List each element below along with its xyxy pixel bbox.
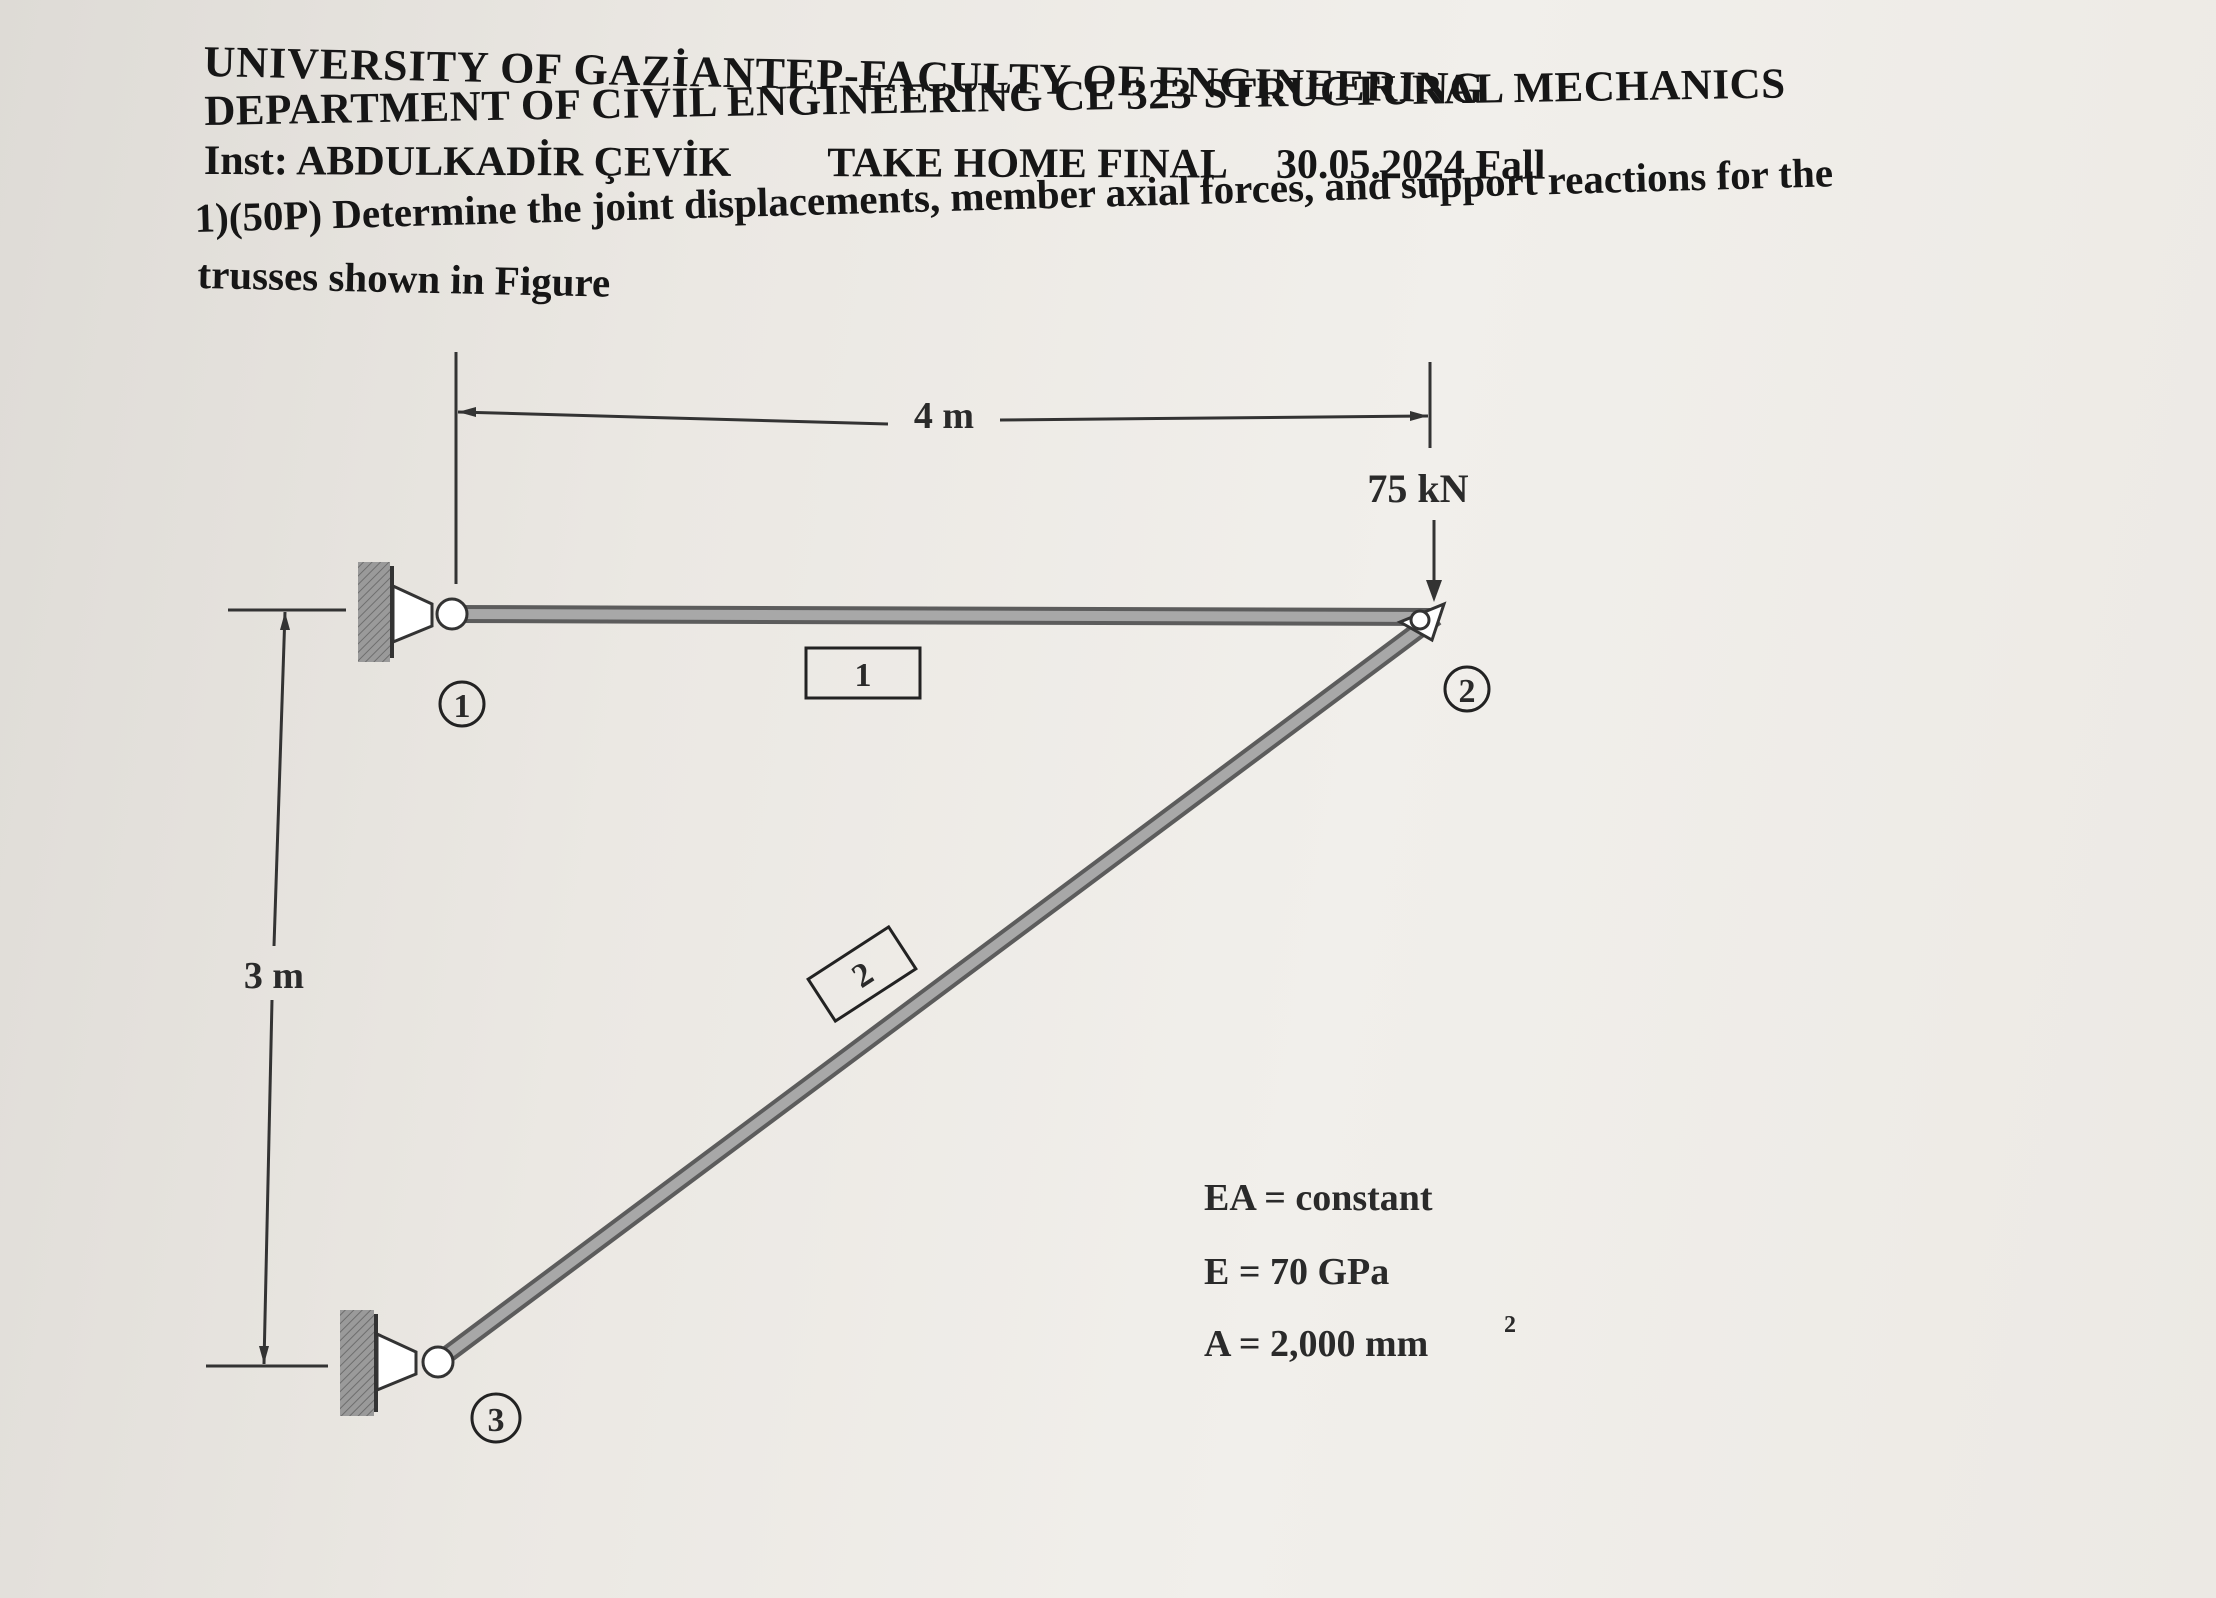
joint-2	[1396, 601, 1447, 643]
member-1	[447, 605, 1433, 626]
joint-3-pin	[421, 1345, 455, 1379]
applied-load: 75 kN	[1367, 466, 1469, 602]
joint-label-3-circle	[470, 1392, 522, 1444]
vertical-dimension-label: 3 m	[244, 955, 304, 997]
joint-label-2-circle	[1443, 665, 1491, 713]
joint-label-2-text: 2	[1459, 673, 1476, 710]
support-3-pin-bracket	[375, 1331, 418, 1393]
dimension-arrowhead-right	[1410, 411, 1428, 421]
joint-label-1-text: 1	[454, 688, 471, 725]
load-arrowhead	[1426, 580, 1442, 602]
member-label-1-text: 1	[855, 657, 872, 694]
joint-label-3-text: 3	[488, 1402, 505, 1439]
member-2-body	[437, 612, 1439, 1365]
member-2	[434, 609, 1442, 1368]
dimension-arrowhead-top	[280, 612, 290, 630]
property-ea: EA = constant	[1204, 1177, 1433, 1219]
support-joint-1	[358, 562, 469, 662]
property-a-exponent: 2	[1504, 1312, 1516, 1338]
member-label-1: 1	[804, 646, 922, 700]
property-e: E = 70 GPa	[1204, 1251, 1389, 1293]
dimension-arrowhead-bottom	[259, 1346, 269, 1364]
joint-label-3: 3	[470, 1392, 522, 1444]
joint-label-1: 1	[438, 680, 486, 728]
horizontal-dimension-label: 4 m	[914, 395, 974, 437]
member-label-2-text: 2	[846, 955, 880, 995]
dimension-line-bottom	[262, 999, 274, 1365]
joint-label-2: 2	[1443, 665, 1491, 713]
dimension-arrowhead-left	[458, 407, 476, 417]
vertical-dimension: 3 m	[206, 608, 346, 1368]
member-label-2-box	[806, 924, 918, 1024]
support-1-pin-bracket	[391, 583, 434, 645]
property-a: A = 2,000 mm	[1204, 1323, 1428, 1365]
dimension-line-right	[999, 414, 1429, 422]
material-properties: EA = constant E = 70 GPa A = 2,000 mm 2	[1204, 1177, 1516, 1365]
member-label-1-box	[804, 646, 922, 700]
load-label: 75 kN	[1367, 466, 1468, 511]
support-3-wall	[340, 1310, 374, 1416]
joint-1-pin	[435, 597, 469, 631]
horizontal-dimension: 4 m	[454, 352, 1432, 584]
support-1-wall	[358, 562, 390, 662]
joint-2-pin	[1409, 609, 1431, 631]
dimension-line-top	[272, 611, 287, 947]
dimension-line-left	[457, 410, 889, 426]
support-joint-3	[340, 1310, 455, 1416]
joint-label-1-circle	[438, 680, 486, 728]
member-1-body	[447, 609, 1433, 622]
